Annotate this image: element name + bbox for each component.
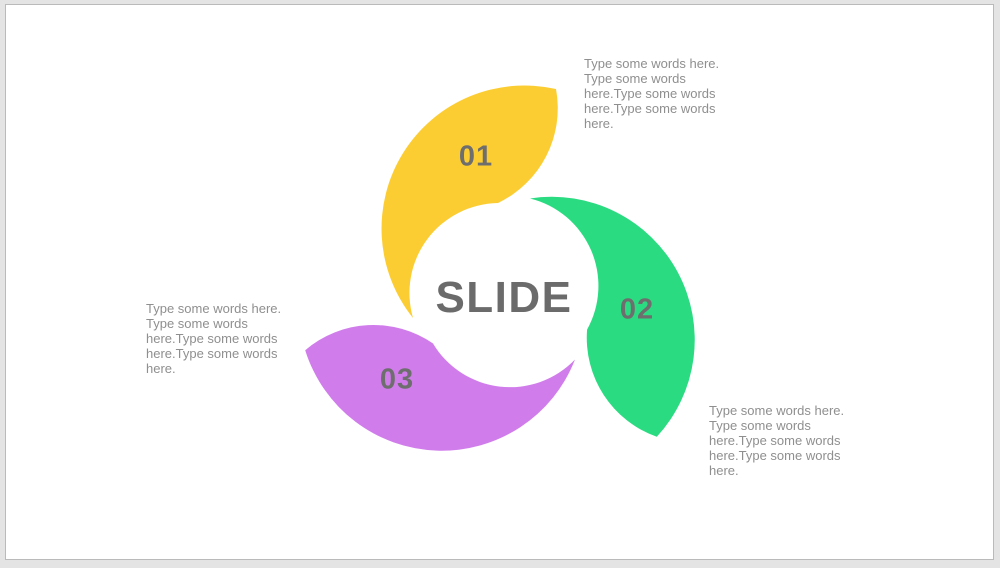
diagram-center-title[interactable]: SLIDE xyxy=(435,273,573,322)
step-number-02: 02 xyxy=(619,293,655,326)
slide-canvas: 01 02 03 SLIDE Type some words here. Typ… xyxy=(5,4,994,560)
step-02-description[interactable]: Type some words here. Type some words he… xyxy=(709,403,845,478)
step-number-03: 03 xyxy=(379,363,415,396)
step-number-01: 01 xyxy=(458,140,494,173)
step-01-description[interactable]: Type some words here. Type some words he… xyxy=(584,56,720,131)
step-03-description[interactable]: Type some words here. Type some words he… xyxy=(146,301,282,376)
